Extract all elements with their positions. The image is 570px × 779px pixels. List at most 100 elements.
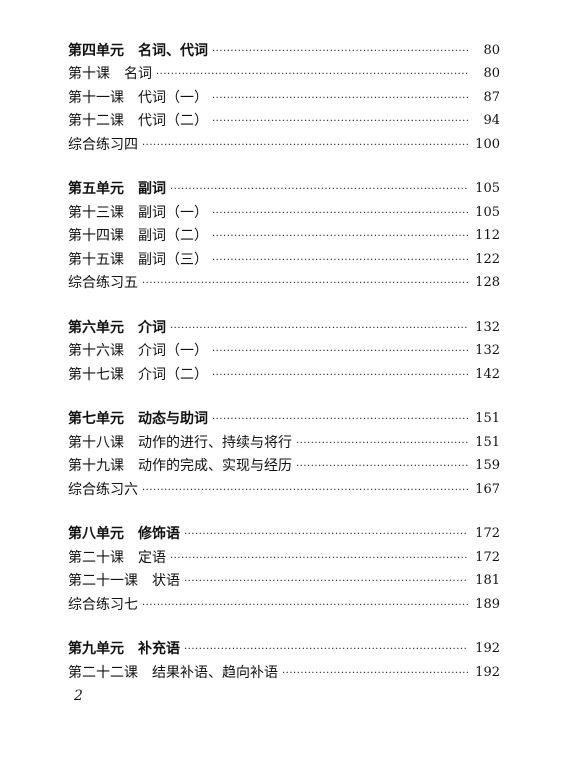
dot-leader <box>212 47 468 57</box>
dot-leader <box>156 70 468 80</box>
toc-entry-page: 87 <box>483 89 500 105</box>
toc-entry-unit[interactable]: 第九单元 补充语 192 <box>68 635 500 659</box>
toc-entry-exercise[interactable]: 综合练习六 167 <box>68 475 500 499</box>
toc-entry-unit[interactable]: 第五单元 副词 105 <box>68 175 500 199</box>
toc-entry-title: 第七单元 动态与助词 <box>68 411 208 427</box>
dot-leader <box>212 347 468 357</box>
toc-entry-lesson[interactable]: 第十一课 代词（一） 87 <box>68 83 500 107</box>
dot-leader <box>212 256 468 266</box>
toc-entry-lesson[interactable]: 第十课 名词 80 <box>68 60 500 84</box>
toc-entry-title: 第十一课 代词（一） <box>68 89 208 106</box>
toc-entry-exercise[interactable]: 综合练习五 128 <box>68 269 500 293</box>
toc-entry-page: 159 <box>475 458 500 473</box>
toc-entry-lesson[interactable]: 第二十课 定语 172 <box>68 543 500 567</box>
toc-entry-title: 第十九课 动作的完成、实现与经历 <box>68 458 292 474</box>
dot-leader <box>212 117 468 127</box>
toc-entry-page: 151 <box>475 411 500 426</box>
toc-entry-title: 第六单元 介词 <box>68 319 166 336</box>
toc-entry-title: 第十二课 代词（二） <box>68 113 208 129</box>
toc-entry-page: 112 <box>475 228 500 243</box>
toc-entry-title: 第八单元 修饰语 <box>68 526 180 542</box>
toc-section-unit-6: 第六单元 介词 132 第十六课 介词（一） 132 第十七课 介词（二） 14… <box>68 313 500 384</box>
toc-entry-title: 第十三课 副词（一） <box>68 204 208 221</box>
dot-leader <box>296 439 468 449</box>
toc-entry-page: 172 <box>475 526 500 541</box>
dot-leader <box>142 601 468 611</box>
toc-entry-page: 189 <box>475 596 500 612</box>
toc-entry-title: 第十七课 介词（二） <box>68 366 208 383</box>
toc-entry-unit[interactable]: 第七单元 动态与助词 151 <box>68 405 500 429</box>
dot-leader <box>184 645 468 655</box>
toc-entry-title: 第五单元 副词 <box>68 181 166 197</box>
toc-entry-page: 80 <box>483 66 500 81</box>
toc-section-unit-7: 第七单元 动态与助词 151 第十八课 动作的进行、持续与将行 151 第十九课… <box>68 405 500 499</box>
dot-leader <box>184 530 468 540</box>
toc-entry-lesson[interactable]: 第十二课 代词（二） 94 <box>68 107 500 131</box>
toc-entry-page: 105 <box>475 181 500 196</box>
toc-entry-page: 105 <box>475 204 500 220</box>
toc-entry-title: 综合练习六 <box>68 481 138 498</box>
dot-leader <box>296 462 468 472</box>
dot-leader <box>142 279 468 289</box>
toc-entry-page: 94 <box>483 113 500 128</box>
toc-entry-page: 181 <box>475 573 500 588</box>
toc-entry-title: 第十五课 副词（三） <box>68 251 208 268</box>
dot-leader <box>170 324 468 334</box>
toc-entry-title: 综合练习五 <box>68 275 138 291</box>
toc-entry-unit[interactable]: 第四单元 名词、代词 80 <box>68 36 500 60</box>
toc-entry-lesson[interactable]: 第十五课 副词（三） 122 <box>68 245 500 269</box>
toc-section-unit-9: 第九单元 补充语 192 第二十二课 结果补语、趋向补语 192 <box>68 635 500 682</box>
toc-section-unit-4: 第四单元 名词、代词 80 第十课 名词 80 第十一课 代词（一） 87 第十… <box>68 36 500 154</box>
toc-entry-unit[interactable]: 第八单元 修饰语 172 <box>68 520 500 544</box>
toc-entry-lesson[interactable]: 第十八课 动作的进行、持续与将行 151 <box>68 428 500 452</box>
toc-entry-page: 100 <box>475 136 500 152</box>
dot-leader <box>212 415 468 425</box>
dot-leader <box>142 141 468 151</box>
toc-entry-page: 128 <box>475 275 500 290</box>
page-number: 2 <box>74 688 83 704</box>
toc-entry-lesson[interactable]: 第十六课 介词（一） 132 <box>68 337 500 361</box>
toc-entry-title: 综合练习四 <box>68 136 138 153</box>
toc-entry-lesson[interactable]: 第十九课 动作的完成、实现与经历 159 <box>68 452 500 476</box>
toc-entry-title: 综合练习七 <box>68 596 138 613</box>
toc-section-unit-5: 第五单元 副词 105 第十三课 副词（一） 105 第十四课 副词（二） 11… <box>68 175 500 293</box>
dot-leader <box>184 577 468 587</box>
toc-entry-title: 第九单元 补充语 <box>68 641 180 657</box>
toc-entry-lesson[interactable]: 第十三课 副词（一） 105 <box>68 198 500 222</box>
toc-entry-lesson[interactable]: 第十四课 副词（二） 112 <box>68 222 500 246</box>
toc-entry-lesson[interactable]: 第二十二课 结果补语、趋向补语 192 <box>68 658 500 682</box>
toc-entry-page: 80 <box>483 42 500 58</box>
toc-entry-title: 第二十课 定语 <box>68 549 166 566</box>
dot-leader <box>170 554 468 564</box>
toc-entry-page: 122 <box>475 251 500 267</box>
dot-leader <box>212 94 468 104</box>
toc-entry-page: 142 <box>475 366 500 382</box>
toc-entry-page: 192 <box>475 641 500 656</box>
toc-entry-title: 第十八课 动作的进行、持续与将行 <box>68 434 292 451</box>
toc-entry-title: 第十六课 介词（一） <box>68 343 208 359</box>
dot-leader <box>170 185 468 195</box>
toc-entry-lesson[interactable]: 第十七课 介词（二） 142 <box>68 360 500 384</box>
toc-entry-lesson[interactable]: 第二十一课 状语 181 <box>68 567 500 591</box>
toc-entry-page: 167 <box>475 481 500 497</box>
toc-entry-page: 151 <box>475 434 500 450</box>
toc-entry-page: 192 <box>475 664 500 680</box>
table-of-contents: 第四单元 名词、代词 80 第十课 名词 80 第十一课 代词（一） 87 第十… <box>68 36 500 682</box>
toc-entry-title: 第十课 名词 <box>68 66 152 82</box>
toc-section-unit-8: 第八单元 修饰语 172 第二十课 定语 172 第二十一课 状语 181 综合… <box>68 520 500 614</box>
toc-entry-exercise[interactable]: 综合练习四 100 <box>68 130 500 154</box>
dot-leader <box>282 669 468 679</box>
toc-entry-title: 第二十二课 结果补语、趋向补语 <box>68 664 278 681</box>
dot-leader <box>212 371 468 381</box>
dot-leader <box>212 209 468 219</box>
toc-entry-page: 132 <box>475 319 500 335</box>
toc-entry-unit[interactable]: 第六单元 介词 132 <box>68 313 500 337</box>
toc-entry-exercise[interactable]: 综合练习七 189 <box>68 590 500 614</box>
toc-entry-title: 第二十一课 状语 <box>68 573 180 589</box>
toc-entry-page: 172 <box>475 549 500 565</box>
dot-leader <box>212 232 468 242</box>
toc-entry-title: 第四单元 名词、代词 <box>68 42 208 59</box>
toc-entry-title: 第十四课 副词（二） <box>68 228 208 244</box>
toc-entry-page: 132 <box>475 343 500 358</box>
dot-leader <box>142 486 468 496</box>
